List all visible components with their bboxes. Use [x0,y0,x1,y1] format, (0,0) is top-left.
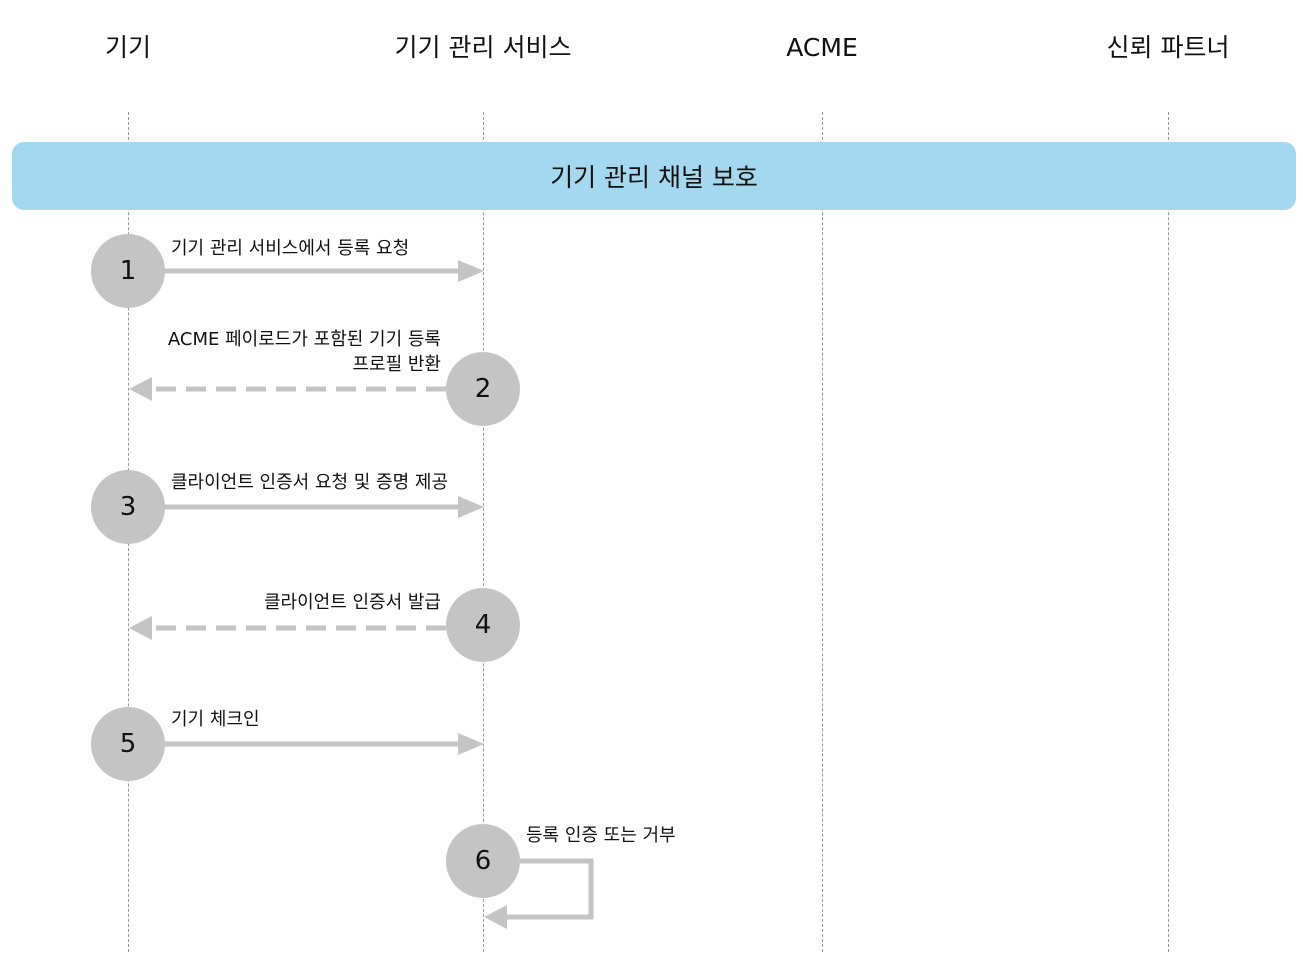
step-3-circle: 3 [91,470,165,544]
step-6-label: 등록 인증 또는 거부 [526,825,676,846]
lifeline-device-management-service [483,112,484,952]
lane-header-device-management-service: 기기 관리 서비스 [394,33,572,62]
lane-header-device: 기기 [104,33,151,62]
step-3-label: 클라이언트 인증서 요청 및 증명 제공 [171,472,449,493]
lifeline-trusted-partner [1168,112,1169,952]
arrowhead-1 [458,260,484,282]
step-6-circle: 6 [446,824,520,898]
step-3-number: 3 [119,492,137,522]
step-5-label: 기기 체크인 [171,709,260,730]
channel-protection-banner: 기기 관리 채널 보호 [12,142,1296,210]
lifeline-acme [822,112,823,952]
step-4-circle: 4 [446,588,520,662]
step-6-number: 6 [474,846,492,876]
step-2-circle: 2 [446,352,520,426]
step-5-number: 5 [119,729,137,759]
lane-header-trusted-partner: 신뢰 파트너 [1106,33,1230,62]
arrowhead-4 [129,616,152,640]
step-2-label-line1: ACME 페이로드가 포함된 기기 등록 [167,329,441,350]
step-1-circle: 1 [91,234,165,308]
lane-header-acme: ACME [786,33,858,62]
arrowhead-6 [484,905,507,929]
step-1-number: 1 [119,256,137,286]
step-4-number: 4 [474,610,492,640]
banner-label: 기기 관리 채널 보호 [550,163,758,192]
step-5-circle: 5 [91,707,165,781]
arrowhead-3 [458,496,484,518]
step-1-label: 기기 관리 서비스에서 등록 요청 [171,238,410,259]
step-2-number: 2 [474,374,492,404]
arrowhead-5 [458,733,484,755]
step-4-label: 클라이언트 인증서 발급 [263,592,441,613]
step-2-label-line2: 프로필 반환 [352,354,441,375]
arrow-6 [504,858,594,920]
arrowhead-2 [129,377,152,401]
